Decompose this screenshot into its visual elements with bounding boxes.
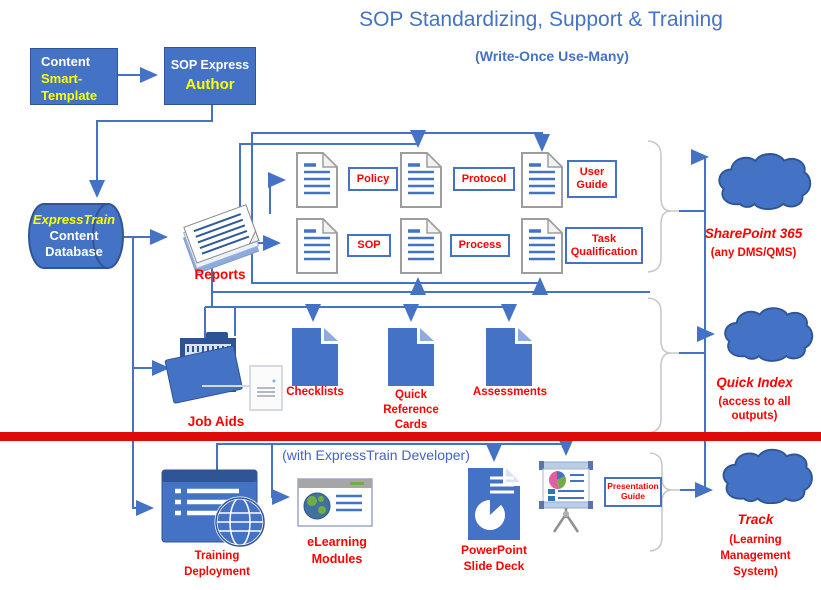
- powerpoint-deck-icon: [468, 468, 520, 540]
- database-line3: Database: [45, 244, 103, 259]
- sop-doc-icon: [296, 218, 338, 274]
- database-cylinder-shape: [28, 203, 124, 269]
- sharepoint-label: SharePoint 365 (any DMS/QMS): [686, 226, 821, 260]
- red-divider-line: [0, 432, 821, 441]
- expresstrain-developer-note: (with ExpressTrain Developer): [282, 447, 470, 463]
- connector-lines: [89, 67, 715, 516]
- content-line: Content: [41, 54, 91, 69]
- task-qualification-tag: Task Qualification: [565, 227, 643, 264]
- quick-index-detail: (access to all outputs): [718, 395, 791, 423]
- output-doc-icons: [292, 328, 532, 386]
- assessments-doc-icon: [486, 328, 532, 386]
- cloud-track: [722, 448, 813, 504]
- quick-index-name: Quick Index: [716, 375, 793, 390]
- globe-icon: [303, 492, 331, 520]
- smart-line: Smart-: [41, 71, 83, 86]
- sharepoint-detail: (any DMS/QMS): [710, 246, 797, 259]
- cloud-sharepoint: [718, 153, 812, 210]
- reports-icon: [182, 204, 260, 275]
- content-smart-template-box: Content Smart- Template: [30, 48, 118, 105]
- elearning-icon: [297, 478, 373, 527]
- quick-reference-doc-icon: [388, 328, 434, 386]
- user-guide-doc-icon: [521, 152, 563, 208]
- database-line1: ExpressTrain: [32, 212, 116, 227]
- sharepoint-name: SharePoint 365: [704, 226, 803, 241]
- process-tag: Process: [450, 234, 510, 257]
- process-doc-icon: [400, 218, 442, 274]
- checklists-label: Checklists: [286, 386, 344, 398]
- task-qualification-doc-icon: [521, 218, 563, 274]
- job-aids-folder-icon: [164, 332, 283, 411]
- brace-job-aids: [647, 297, 672, 434]
- assessments-label: Assessments: [472, 386, 548, 398]
- checklists-doc-icon: [292, 328, 338, 386]
- page-subtitle: (Write-Once Use-Many): [475, 48, 629, 64]
- page-title: SOP Standardizing, Support & Training: [359, 8, 723, 31]
- sop-express-line: SOP Express: [170, 58, 250, 72]
- policy-tag: Policy: [348, 167, 398, 191]
- quick-reference-cards-label: Quick Reference Cards: [383, 389, 439, 431]
- training-deployment-label: Training Deployment: [184, 550, 250, 578]
- track-name: Track: [737, 512, 774, 527]
- protocol-tag: Protocol: [453, 167, 515, 191]
- database-line2: Content: [49, 228, 99, 243]
- brace-documents: [647, 140, 672, 273]
- training-deployment-icon: [161, 469, 266, 548]
- sop-express-author-box: SOP Express Author: [164, 47, 256, 105]
- protocol-doc-icon: [400, 152, 442, 208]
- expresstrain-database-label: ExpressTrain Content Database: [28, 212, 120, 260]
- sop-tag: SOP: [347, 234, 391, 257]
- template-line: Template: [41, 88, 98, 103]
- policy-doc-icon: [296, 152, 338, 208]
- job-aids-label: Job Aids: [187, 414, 245, 429]
- quick-index-label: Quick Index (access to all outputs): [692, 375, 817, 424]
- powerpoint-slide-deck-label: PowerPoint Slide Deck: [460, 543, 527, 573]
- elearning-modules-label: eLearning Modules: [307, 535, 367, 566]
- cloud-quick-index: [724, 307, 814, 362]
- user-guide-tag: User Guide: [567, 160, 617, 198]
- document-icons: [296, 152, 563, 274]
- presentation-guide-tag: Presentation Guide: [604, 477, 662, 507]
- track-detail: (Learning Management System): [720, 533, 791, 578]
- grouping-braces: [647, 140, 680, 552]
- pie-chart-icon: [557, 471, 565, 480]
- track-label: Track (Learning Management System): [698, 512, 813, 580]
- presentation-easel-icon: [539, 461, 593, 533]
- author-line: Author: [185, 76, 235, 93]
- reports-label: Reports: [194, 267, 246, 282]
